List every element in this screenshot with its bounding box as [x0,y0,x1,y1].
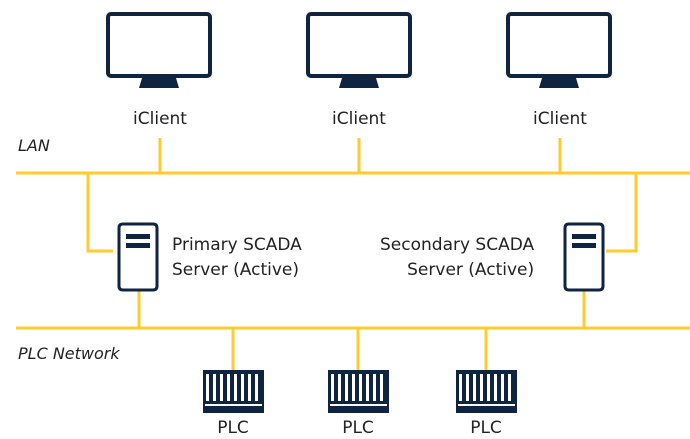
secondary-server-label-line2: Server (Active) [407,260,535,280]
monitor-icon [106,12,212,88]
primary-server-lan-link [86,173,113,253]
plc-icon [203,370,264,413]
primary-server-label-line1: Primary SCADA [172,235,302,255]
plc-icon [456,370,517,413]
plc-network-label: PLC Network [18,344,120,363]
plc-icon [328,370,389,413]
secondary-server-lan-link [606,173,638,253]
lan-label: LAN [18,136,50,155]
client-label: iClient [332,109,386,129]
client-label: iClient [133,109,187,129]
secondary-server-label-line1: Secondary SCADA [380,235,535,255]
plc-label: PLC [470,418,502,438]
primary-server-label: Primary SCADA Server (Active) [172,233,302,283]
client-label: iClient [533,109,587,129]
plc-label: PLC [217,418,249,438]
server-icon [117,222,159,292]
primary-server-label-line2: Server (Active) [172,260,300,280]
server-icon [563,222,605,292]
secondary-server-label: Secondary SCADA Server (Active) [380,233,534,283]
monitor-icon [506,12,612,88]
monitor-icon [306,12,412,88]
plc-label: PLC [342,418,374,438]
